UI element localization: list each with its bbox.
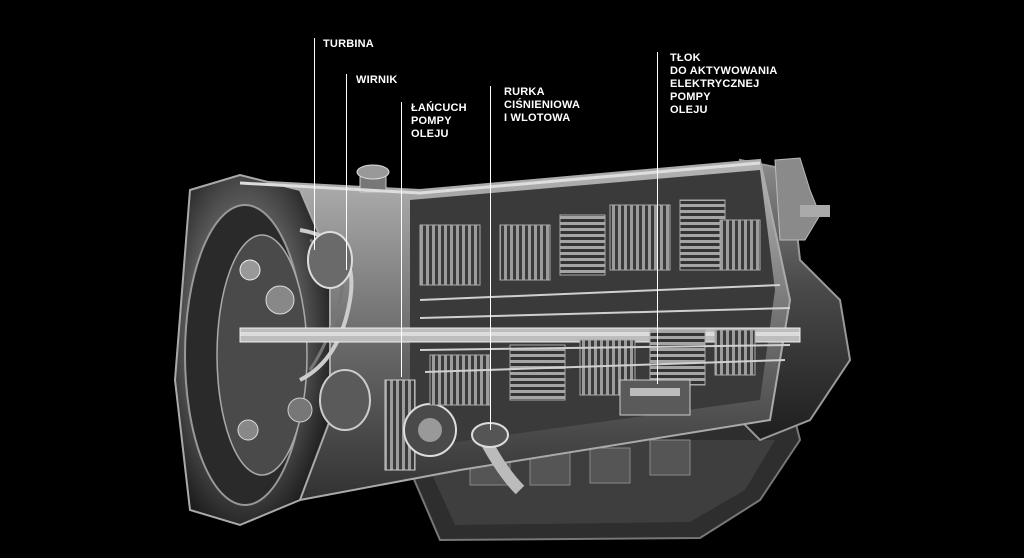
oil-pump-chain-leader-line (401, 102, 402, 377)
oil-pump-chain-label: ŁAŃCUCH POMPY OLEJU (411, 102, 467, 140)
electric-pump-piston-leader-line (657, 52, 658, 384)
electric-pump-piston-label: TŁOK DO AKTYWOWANIA ELEKTRYCZNEJ POMPY O… (670, 52, 778, 116)
pressure-inlet-tube-label: RURKA CIŚNIENIOWA I WLOTOWA (504, 86, 581, 124)
impeller-leader-line (346, 74, 347, 270)
pressure-inlet-tube-leader-line (490, 86, 491, 430)
impeller-label: WIRNIK (356, 74, 398, 86)
turbine-leader-line (314, 38, 315, 250)
turbine-label: TURBINA (323, 38, 374, 50)
